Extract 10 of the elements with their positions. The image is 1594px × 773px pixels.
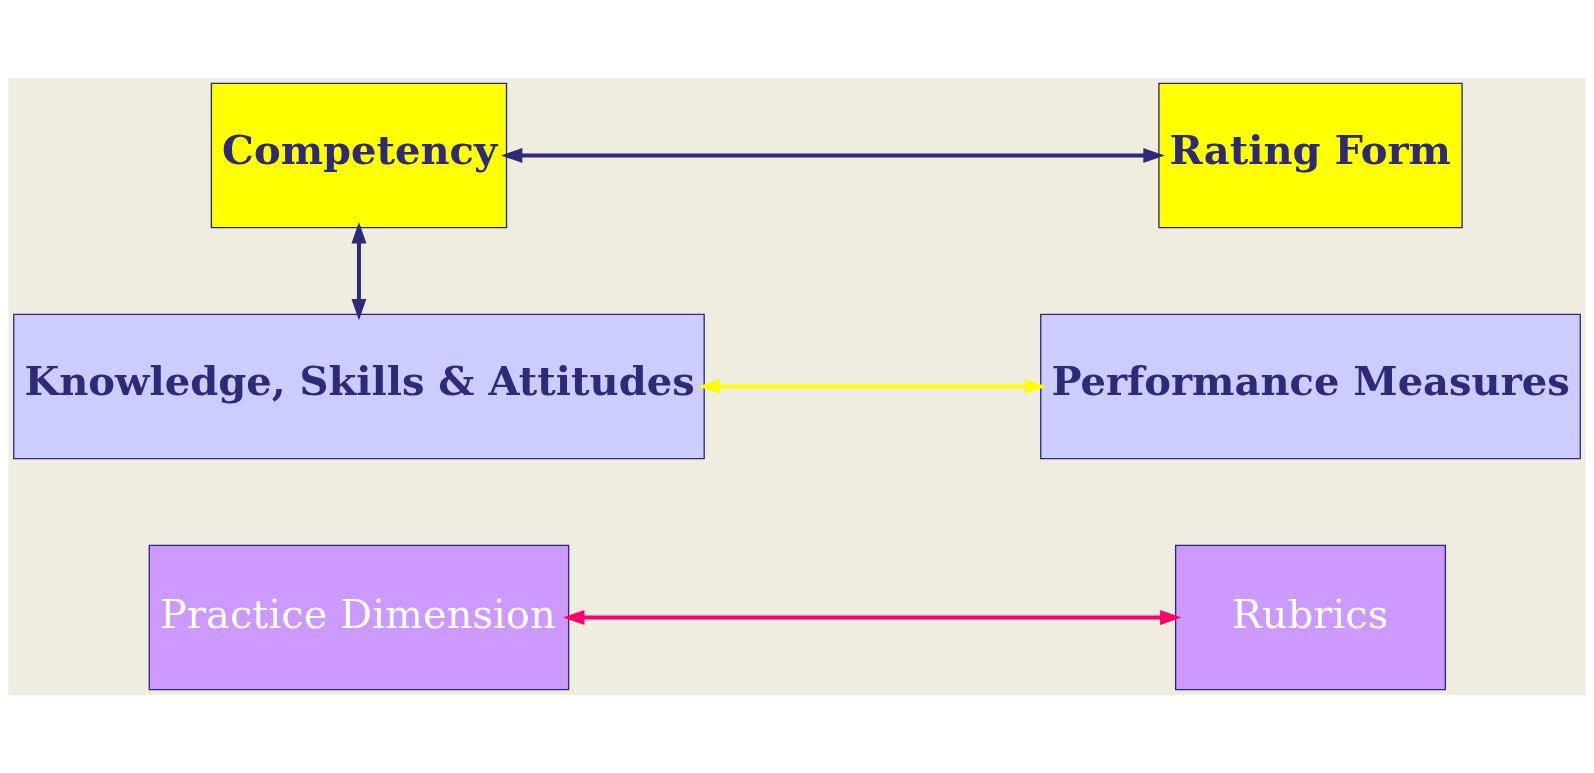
node-box: Practice Dimension bbox=[148, 544, 570, 691]
node-box: Competency bbox=[210, 82, 508, 229]
arrow bbox=[698, 379, 1047, 394]
node-box: Rubrics bbox=[1174, 544, 1447, 691]
arrow bbox=[500, 147, 1165, 163]
arrow bbox=[563, 610, 1182, 626]
node-box: Rating Form bbox=[1158, 82, 1463, 229]
arrow bbox=[351, 222, 367, 321]
node-box: Knowledge, Skills & Attitudes bbox=[13, 313, 705, 460]
node-box: Performance Measures bbox=[1040, 313, 1581, 460]
